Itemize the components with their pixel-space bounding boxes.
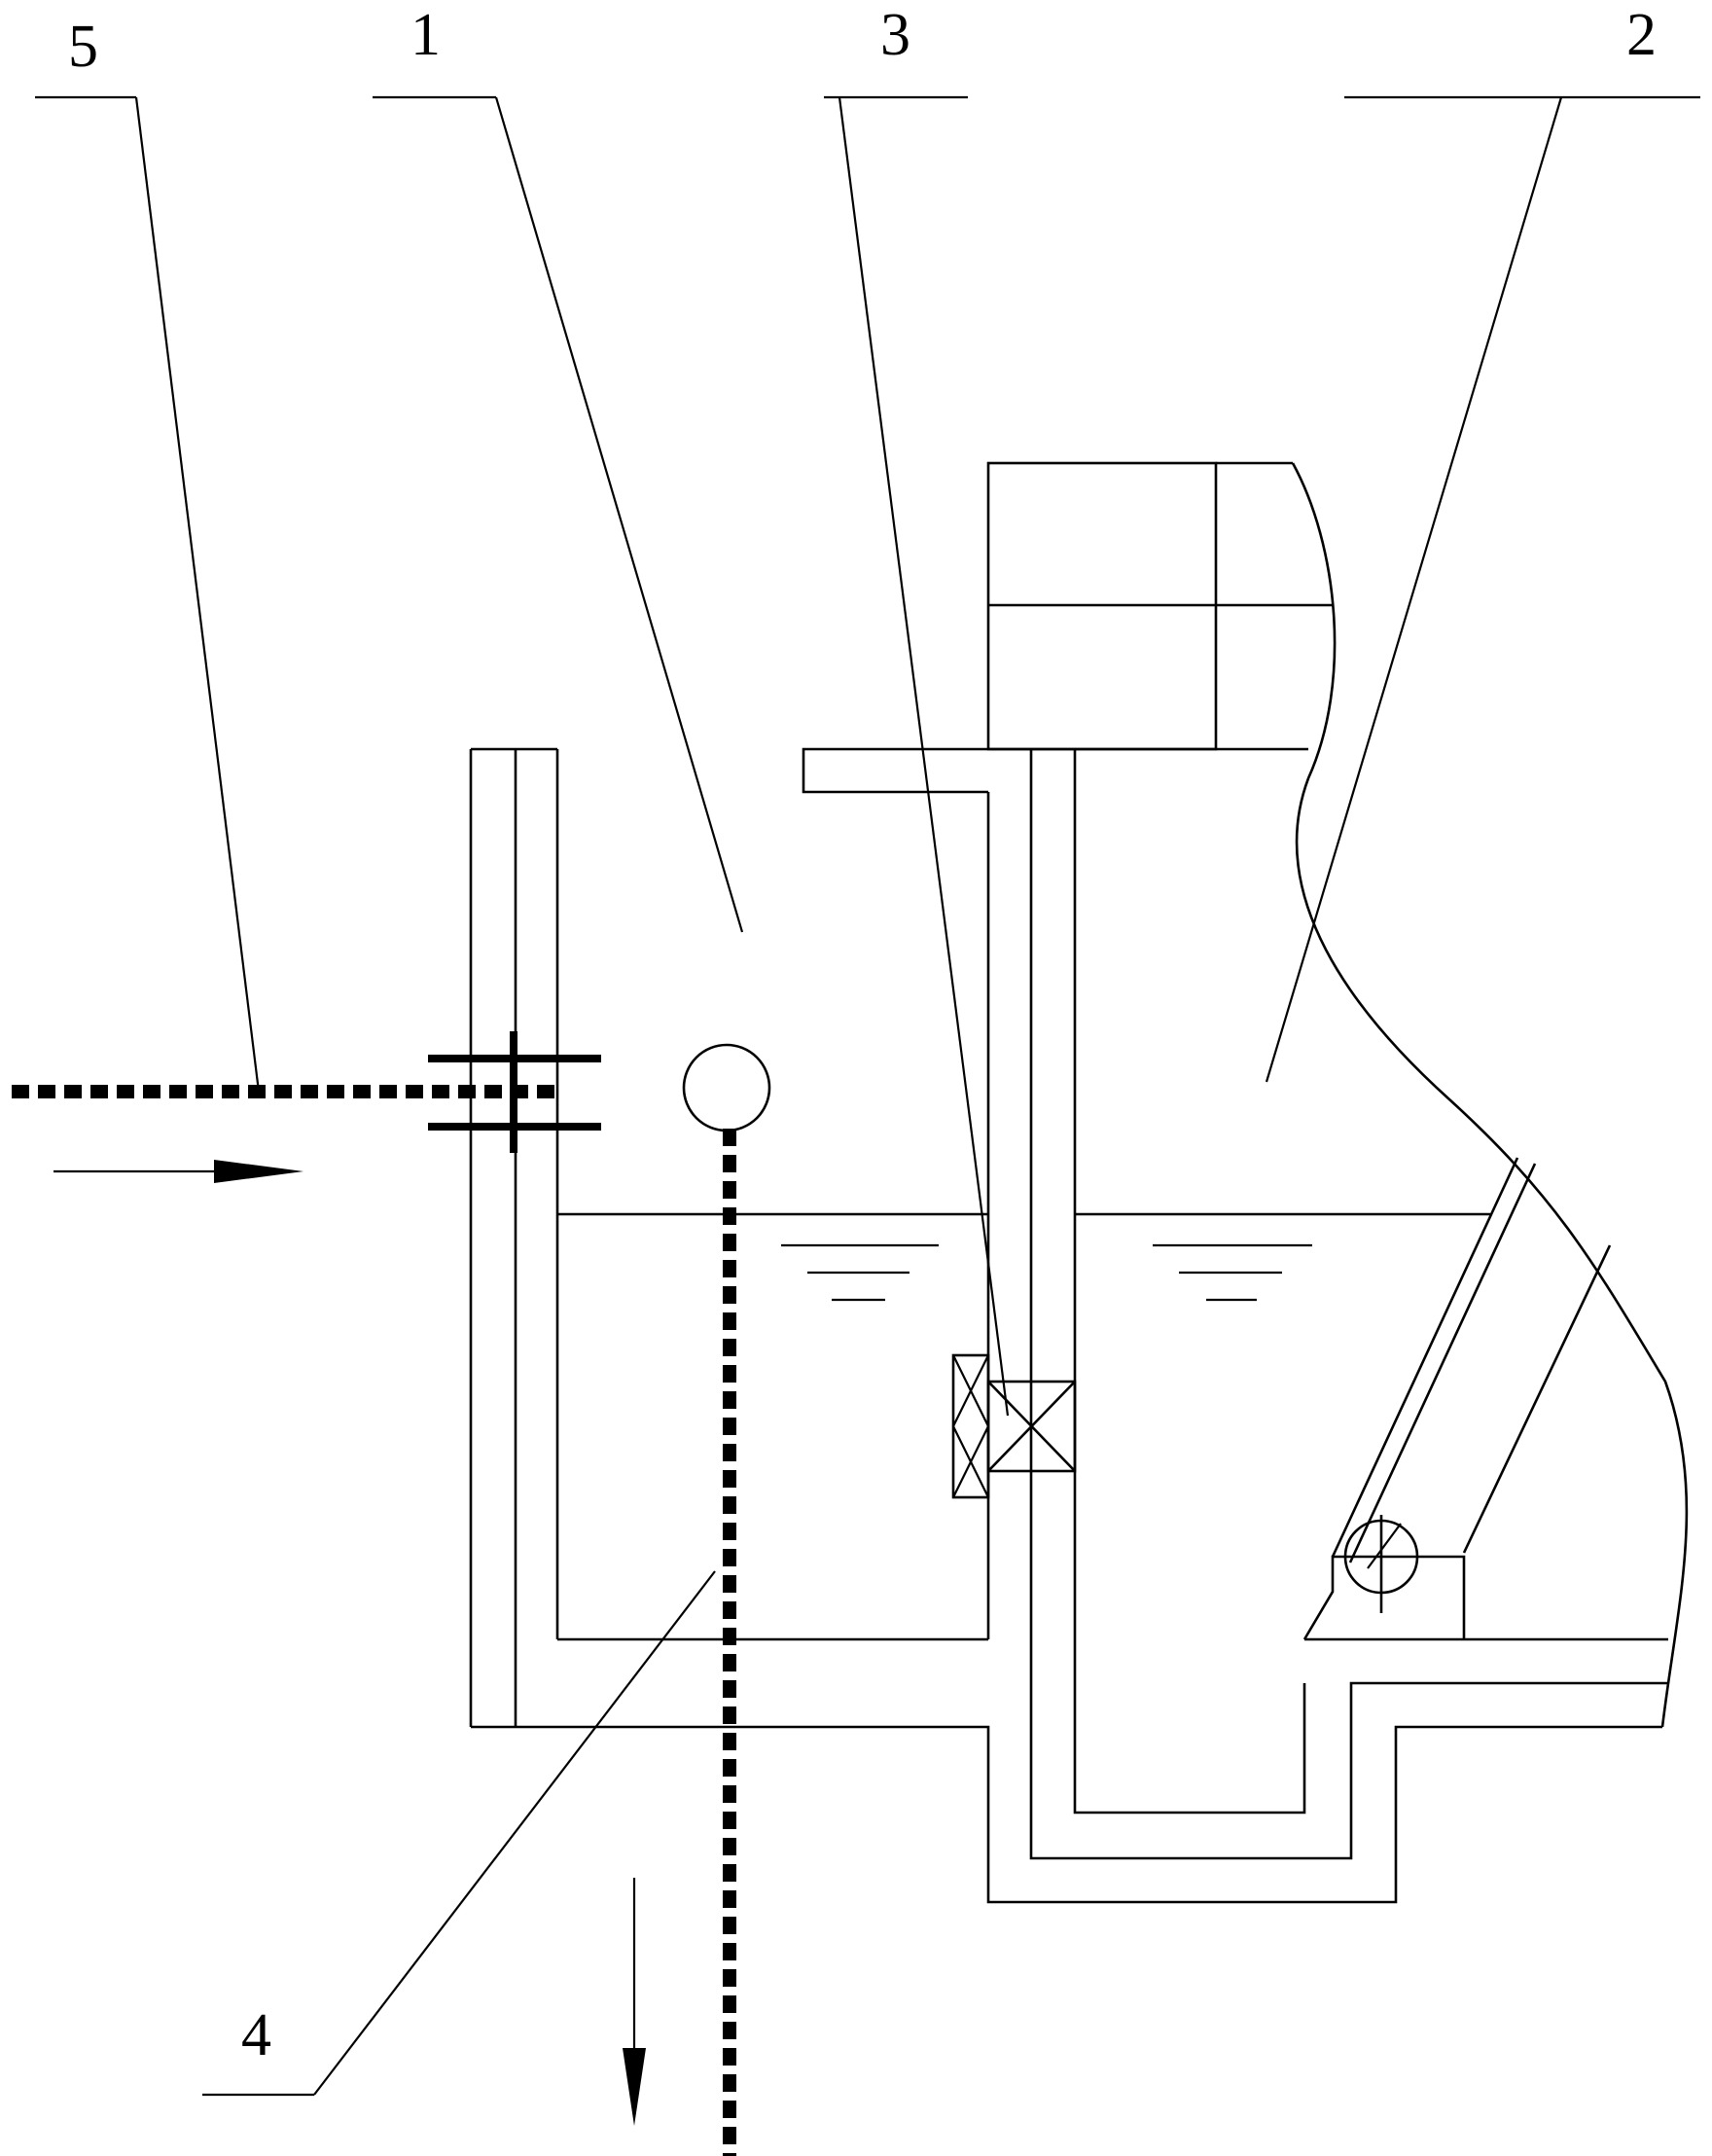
inlet-pipe [12,1031,601,1153]
callout-3: 3 [824,2,1010,1417]
callout-1: 1 [373,2,744,933]
left-tank [469,747,990,1727]
flow-arrow-down-icon [623,1878,646,2126]
right-chamber [1075,462,1689,1728]
valve-icon [951,1353,1077,1499]
callout-5: 5 [35,14,261,1093]
callout-label-4: 4 [241,2002,271,2068]
outer-casing [471,747,1668,1904]
float-ball-icon [682,1043,771,1132]
callout-label-1: 1 [410,2,441,68]
callout-label-2: 2 [1626,2,1657,68]
callout-label-5: 5 [68,14,98,80]
flow-arrow-right-icon [54,1160,303,1183]
callout-2: 2 [1265,2,1700,1083]
motor-block [986,461,1333,751]
callout-label-3: 3 [880,2,910,68]
pulley-icon [1343,1515,1419,1613]
callout-4: 4 [202,1570,716,2097]
